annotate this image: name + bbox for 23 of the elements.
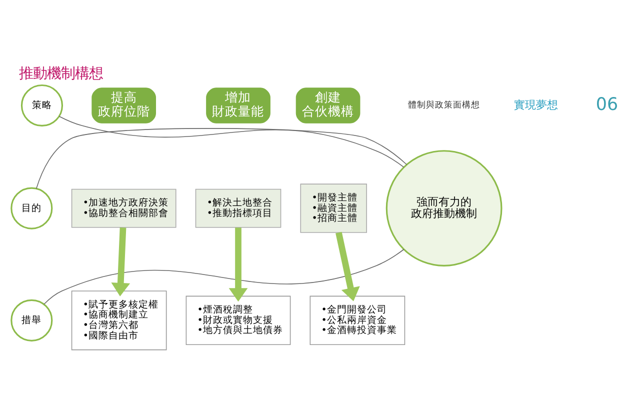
- node-box: 創建 合伙機構: [296, 87, 360, 123]
- connector: [58, 115, 404, 168]
- node-box: •金門開發公司 •公私兩岸資金 •金酒轉投資事業: [310, 295, 406, 345]
- node-box: •解決土地整合 •推動指標項目: [195, 188, 282, 228]
- arrow: [336, 231, 360, 301]
- diagram-title: 推動機制構想: [19, 65, 104, 82]
- node-box: •加速地方政府決策 •協助整合相關部會: [71, 188, 176, 228]
- node-circle: 目的: [10, 186, 53, 229]
- label: 體制與政策面構想: [408, 100, 480, 110]
- node-box: •賦予更多核定權 •協商機制建立 •台灣第六都 •國際自由市: [71, 290, 167, 350]
- node-box: 增加 財政量能: [206, 87, 270, 123]
- label: 06: [596, 94, 618, 114]
- connector: [36, 128, 408, 189]
- node-box: •開發主體 •融資主體 •招商主體: [300, 183, 367, 232]
- node-box: •煙酒稅調整 •財政或實物支援 •地方債與土地債券: [186, 295, 291, 345]
- node-circle: 強而有力的 政府推動機制: [386, 150, 502, 266]
- node-circle: 措舉: [10, 298, 53, 341]
- node-circle: 策略: [20, 84, 64, 126]
- arrow: [111, 226, 130, 296]
- node-box: 提高 政府位階: [92, 87, 156, 123]
- connector: [44, 248, 404, 304]
- label: 實現夢想: [514, 98, 558, 111]
- arrow: [228, 227, 248, 302]
